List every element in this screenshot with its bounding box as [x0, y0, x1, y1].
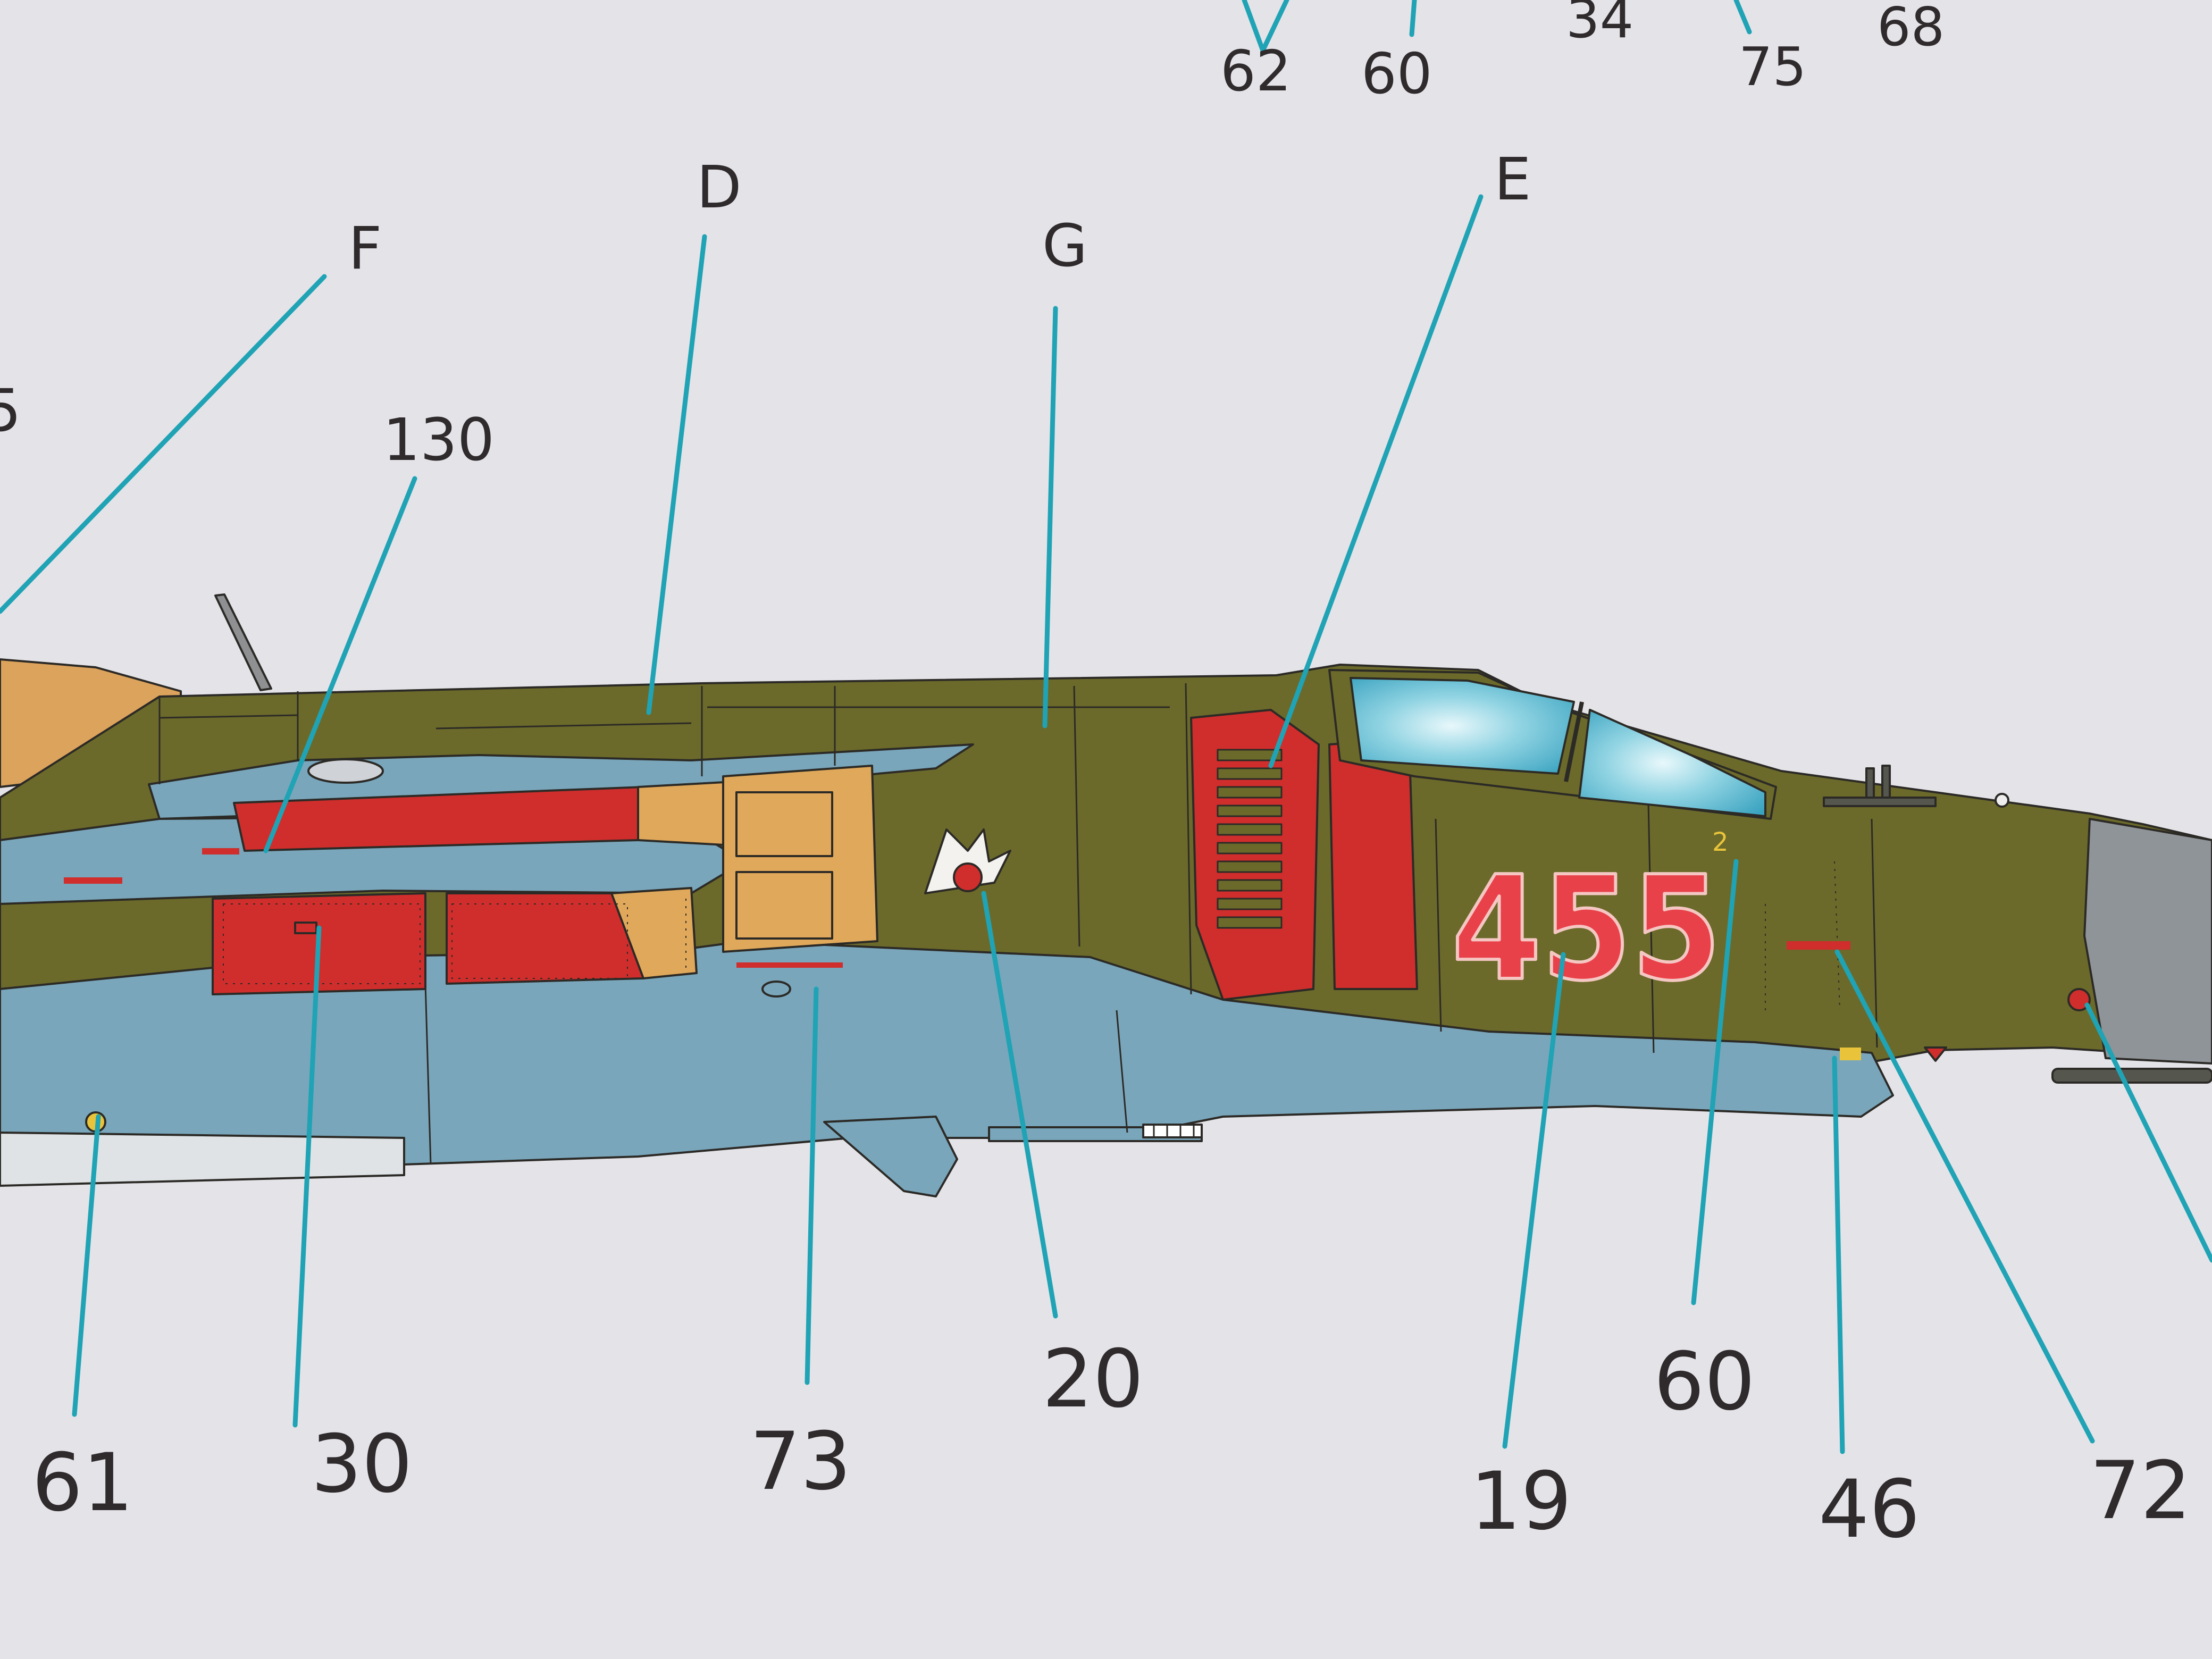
stencil-72-dot — [2067, 988, 2091, 1011]
leader-61 — [72, 1114, 101, 1417]
leader-62-top — [1242, 0, 1289, 57]
stencil-30-block — [294, 921, 317, 934]
tan-panel-lower — [610, 887, 698, 979]
stencil-73-strip — [736, 962, 843, 968]
red-panel-lower-2 — [446, 892, 644, 985]
callout-68-top: 68 — [1877, 0, 1945, 58]
callout-61: 61 — [32, 1437, 133, 1529]
callout-D: D — [697, 153, 742, 221]
callout-130: 130 — [383, 406, 495, 474]
callout-F: F — [348, 214, 382, 282]
canopy-glass-rear — [1350, 677, 1575, 775]
leader-19 — [1502, 952, 1566, 1449]
callout-30: 30 — [311, 1418, 413, 1511]
callout-G: G — [1042, 212, 1087, 280]
callout-34-top: 34 — [1566, 0, 1633, 50]
leader-G — [1042, 306, 1058, 728]
tan-access-hatch-1 — [735, 791, 833, 857]
callout-60-top: 60 — [1361, 41, 1432, 106]
belly-pale-panel — [0, 1132, 405, 1187]
panel-lines — [158, 683, 1878, 1165]
stencil-72-strip — [1787, 941, 1850, 950]
gray-nose-radome — [2083, 818, 2212, 1065]
tan-access-hatch-2 — [735, 871, 833, 940]
leader-right-edge — [2084, 1002, 2212, 1263]
canopy-glass-front — [1578, 709, 1766, 817]
callout-20: 20 — [1042, 1333, 1144, 1426]
nose-gear-marker — [1924, 1046, 1947, 1062]
leader-130 — [263, 476, 417, 853]
callout-73: 73 — [750, 1415, 851, 1508]
callout-75-top: 75 — [1739, 36, 1806, 98]
callout-5-edge: 5 — [0, 376, 21, 445]
leader-60-low — [1691, 859, 1739, 1305]
leader-E — [1268, 194, 1484, 768]
callout-19: 19 — [1470, 1455, 1572, 1548]
callout-60-low: 60 — [1654, 1336, 1755, 1428]
stencil-73-oval — [761, 981, 791, 998]
stencil-left-strip — [64, 877, 122, 884]
nose-gear-door — [2051, 1068, 2212, 1084]
stencil-130-strip — [202, 848, 239, 854]
aircraft-side-view: 455 2 — [0, 593, 2212, 1197]
callout-labels: 62 60 34 75 68 5 F D G E 130 61 30 73 20… — [0, 0, 2191, 1556]
ventral-probe — [823, 1116, 958, 1197]
leader-30 — [292, 925, 322, 1428]
tail-number-455: 455 — [1452, 845, 1721, 1012]
leader-46 — [1832, 1055, 1845, 1454]
callout-62-top: 62 — [1220, 39, 1292, 104]
intake-louvres — [1217, 749, 1283, 929]
leader-60-top — [1409, 0, 1417, 37]
leader-F — [0, 274, 327, 614]
ventral-grille — [1142, 1124, 1203, 1138]
indian-head-emblem — [924, 828, 1011, 894]
leader-20 — [981, 891, 1058, 1319]
callout-72: 72 — [2090, 1445, 2191, 1537]
intake-red-strip — [1328, 738, 1418, 990]
leader-72 — [1834, 949, 2095, 1444]
callout-E: E — [1494, 145, 1531, 213]
leader-75-top — [1733, 0, 1752, 35]
leader-73 — [805, 986, 819, 1385]
leader-lines — [0, 0, 2212, 1454]
dorsal-antenna — [214, 593, 272, 691]
leader-D — [646, 234, 707, 715]
wing-fairing — [307, 758, 384, 784]
stencil-46-strip — [1840, 1048, 1861, 1060]
rivet-rows — [223, 861, 1840, 1011]
nose-probes — [1823, 765, 2009, 808]
callout-46: 46 — [1819, 1463, 1920, 1556]
tan-access-panel-block — [722, 765, 878, 953]
tan-panel-mid — [637, 781, 735, 847]
rescue-stencil: 2 — [1712, 827, 1729, 857]
canopy-frame-divider — [1564, 701, 1584, 782]
